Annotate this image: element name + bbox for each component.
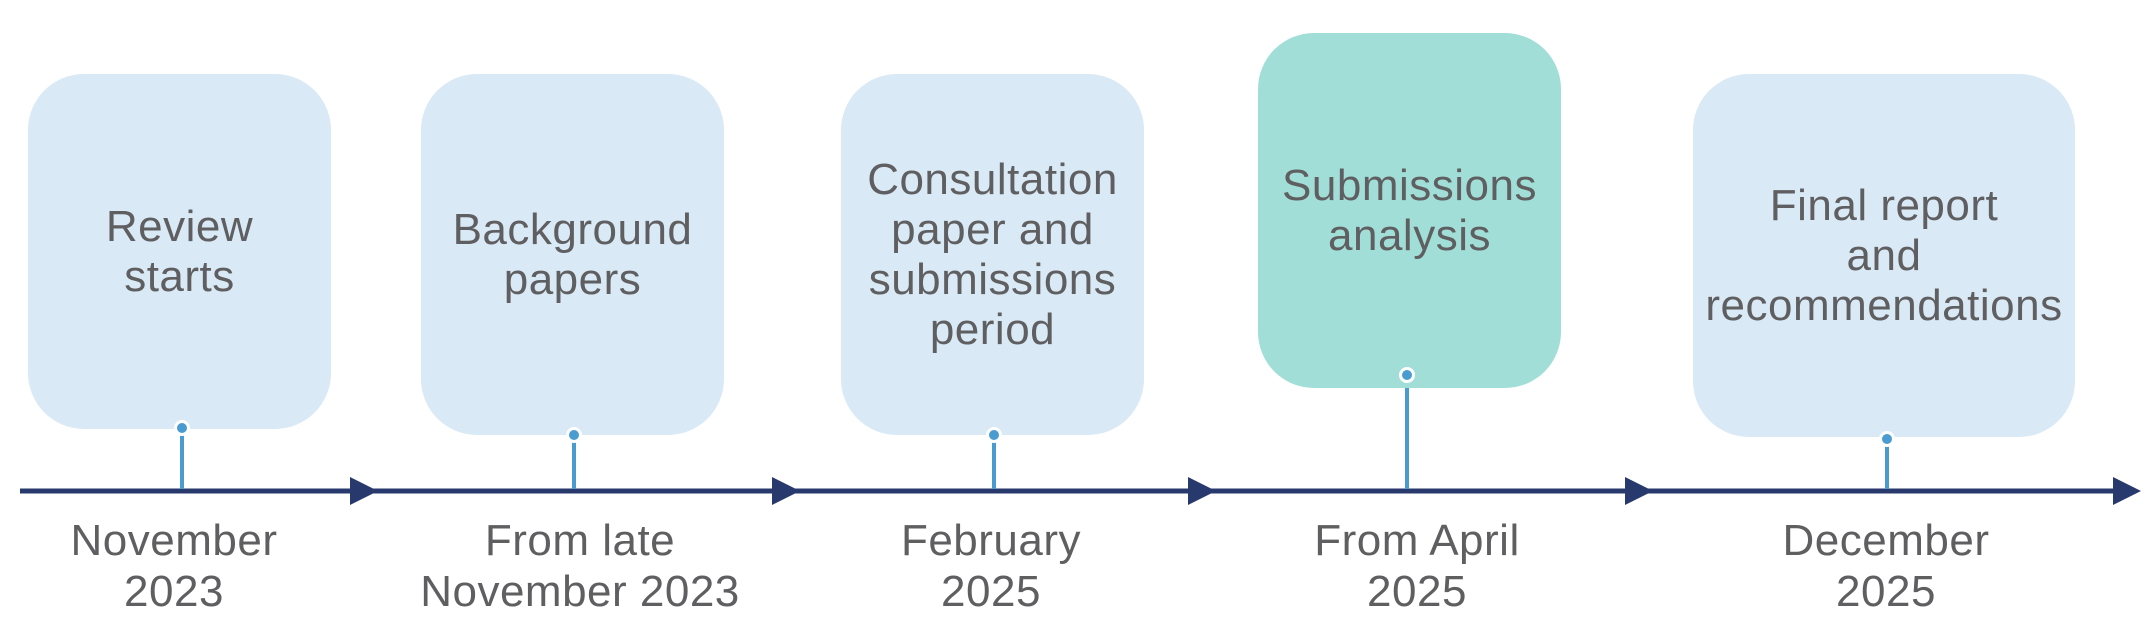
- stage-label: Final report and recommendations: [1705, 180, 2063, 330]
- stage-label: Submissions analysis: [1282, 160, 1537, 260]
- axis-arrow-3: [1188, 477, 1216, 505]
- stage-box-submissions-analysis: Submissions analysis: [1258, 33, 1561, 388]
- stage-box-background-papers: Background papers: [421, 74, 724, 435]
- date-label-april-2025: From April 2025: [1314, 516, 1520, 616]
- stage-box-review-starts: Review starts: [28, 74, 331, 429]
- date-label-december-2025: December 2025: [1782, 516, 1990, 616]
- stage-label: Review starts: [105, 201, 254, 301]
- date-label-november-2023: November 2023: [70, 516, 278, 616]
- connector-dot: [986, 427, 1002, 443]
- connector-dot: [1399, 367, 1415, 383]
- connector-dot: [1879, 431, 1895, 447]
- connector-dot: [174, 420, 190, 436]
- stage-box-consultation: Consultation paper and submissions perio…: [841, 74, 1144, 435]
- stage-label: Background papers: [452, 204, 693, 304]
- date-label-late-november-2023: From late November 2023: [420, 516, 740, 616]
- axis-arrow-2: [772, 477, 800, 505]
- axis-arrow-1: [350, 477, 378, 505]
- axis-arrow-end: [2113, 477, 2141, 505]
- date-label-february-2025: February 2025: [900, 516, 1082, 616]
- axis-arrow-4: [1625, 477, 1653, 505]
- connector-dot: [566, 427, 582, 443]
- stage-box-final-report: Final report and recommendations: [1693, 74, 2075, 437]
- stage-label: Consultation paper and submissions perio…: [867, 154, 1118, 354]
